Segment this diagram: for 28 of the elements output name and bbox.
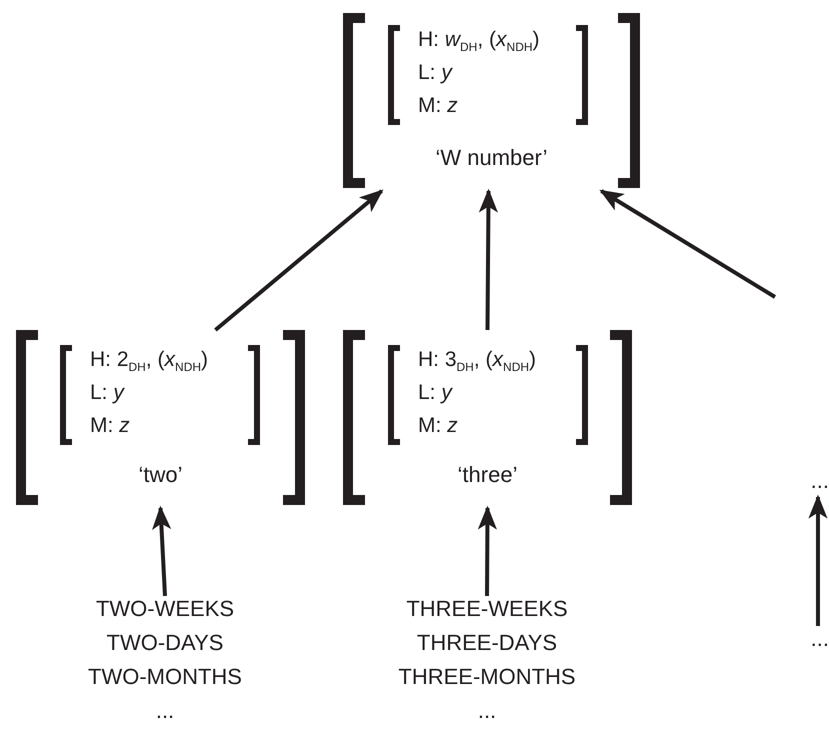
arrow xyxy=(152,506,172,596)
word-form: TWO-MONTHS xyxy=(87,664,243,690)
feature-line: M: z xyxy=(90,413,130,439)
feature-line: H: 3$_{DH}$, (x$_{NDH}$) xyxy=(418,347,536,373)
meaning-label: ‘two’ xyxy=(137,462,184,488)
feature-line: L: y xyxy=(90,380,124,406)
word-form: TWO-WEEKS xyxy=(94,596,236,622)
feature-line: M: z xyxy=(418,93,458,119)
feature-line: L: y xyxy=(418,60,452,86)
arrow xyxy=(214,189,384,332)
arrow xyxy=(478,506,497,596)
word-form: TWO-DAYS xyxy=(106,630,224,656)
word-form: ... xyxy=(154,698,176,724)
meaning-label: ‘three’ xyxy=(456,462,518,488)
ellipsis-text: ... xyxy=(810,626,829,652)
word-form: ... xyxy=(476,698,498,724)
feature-line: H: 2$_{DH}$, (x$_{NDH}$) xyxy=(90,347,208,373)
arrow xyxy=(599,189,776,299)
word-form: THREE-DAYS xyxy=(416,630,558,656)
ellipsis-text: ... xyxy=(810,468,829,494)
arrow xyxy=(478,188,498,330)
word-form: THREE-MONTHS xyxy=(397,664,577,690)
feature-line: L: y xyxy=(418,380,452,406)
word-form: THREE-WEEKS xyxy=(405,596,569,622)
arrow xyxy=(808,494,828,626)
feature-line: M: z xyxy=(418,413,458,439)
feature-line: H: w$_{DH}$, (x$_{NDH}$) xyxy=(418,27,540,53)
meaning-label: ‘W number’ xyxy=(434,145,549,171)
